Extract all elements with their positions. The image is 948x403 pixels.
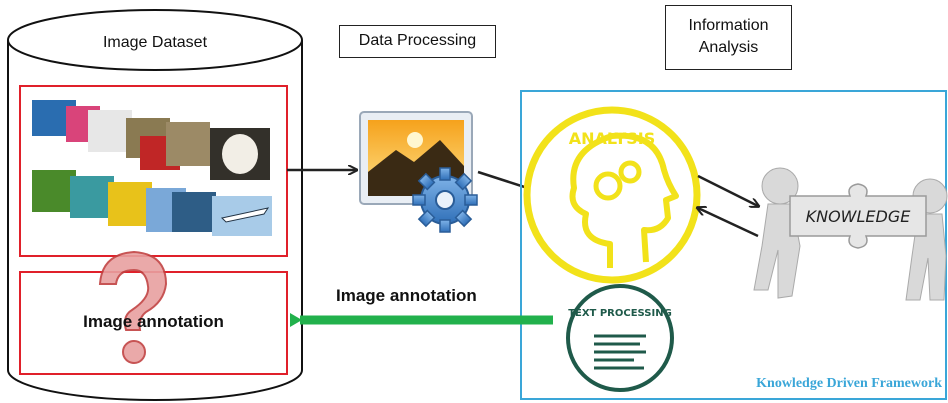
information-analysis-label: Information Analysis — [665, 5, 792, 70]
knowledge-to-analysis-arrow — [698, 208, 759, 238]
knowledge-puzzle-icon: KNOWLEDGE — [753, 167, 948, 301]
image-dataset-label: Image Dataset — [102, 34, 208, 51]
text-processing-badge-text: TEXT PROCESSING — [568, 308, 672, 319]
image-settings-icon — [359, 111, 478, 233]
text-processing-icon: TEXT PROCESSING — [566, 284, 674, 392]
image-thumbnails-collage — [32, 100, 272, 236]
image-annotation-box-label: Image annotation — [83, 312, 224, 331]
analysis-head-icon: ANALYSIS — [523, 106, 701, 284]
question-mark-icon — [98, 250, 168, 364]
framework-label: Knowledge Driven Framework — [756, 376, 942, 391]
analysis-to-knowledge-arrow — [697, 174, 758, 206]
image-annotation-arrow-label: Image annotation — [336, 286, 477, 305]
analysis-badge-text: ANALYSIS — [569, 129, 655, 148]
data-processing-label: Data Processing — [339, 25, 496, 58]
knowledge-puzzle-text: KNOWLEDGE — [806, 207, 912, 226]
knowledge-driven-framework-frame — [520, 90, 947, 400]
